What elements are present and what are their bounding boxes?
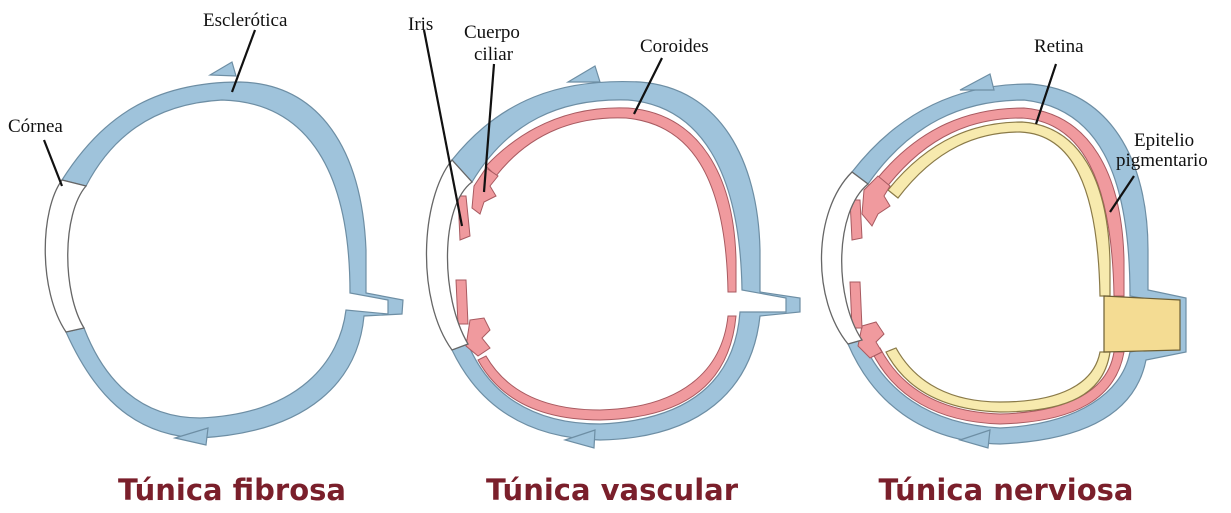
cornea-leader-line bbox=[44, 140, 62, 186]
panel-caption: Túnica vascular bbox=[486, 473, 739, 507]
eye-vascular bbox=[426, 66, 800, 448]
choroid-label: Coroides bbox=[640, 36, 709, 57]
eye-nervous bbox=[821, 74, 1186, 448]
choroid-layer bbox=[478, 108, 736, 420]
panel-caption: Túnica fibrosa bbox=[118, 473, 346, 507]
retina-label: Retina bbox=[1034, 36, 1084, 57]
ciliary-label-line1: Cuerpo bbox=[464, 22, 520, 43]
sclera-flap-top bbox=[210, 62, 236, 76]
sclera-flap-top bbox=[568, 66, 600, 82]
sclera-layer bbox=[62, 82, 403, 438]
epithelium-label-line2: pigmentario bbox=[1116, 150, 1208, 171]
cornea-label: Córnea bbox=[8, 116, 63, 137]
cornea-layer bbox=[45, 180, 86, 332]
eye-fibrous bbox=[45, 62, 403, 445]
sclera-flap-top bbox=[960, 74, 994, 90]
sclera-label: Esclerótica bbox=[203, 10, 288, 31]
retina-layer bbox=[886, 122, 1110, 412]
panel-fibrous-tunic: Esclerótica Córnea Túnica fibrosa bbox=[8, 10, 403, 507]
optic-nerve bbox=[1104, 296, 1180, 352]
epithelium-label-line1: Epitelio bbox=[1134, 130, 1194, 151]
ciliary-label-line2: ciliar bbox=[474, 44, 514, 65]
iris-label: Iris bbox=[408, 14, 433, 35]
panel-nervous-tunic: Retina Epitelio pigmentario Túnica nervi… bbox=[821, 36, 1207, 507]
panel-vascular-tunic: Iris Cuerpo ciliar Coroides Túnica vascu… bbox=[408, 14, 800, 507]
panel-caption: Túnica nerviosa bbox=[879, 473, 1134, 507]
iris-bottom bbox=[456, 280, 468, 324]
